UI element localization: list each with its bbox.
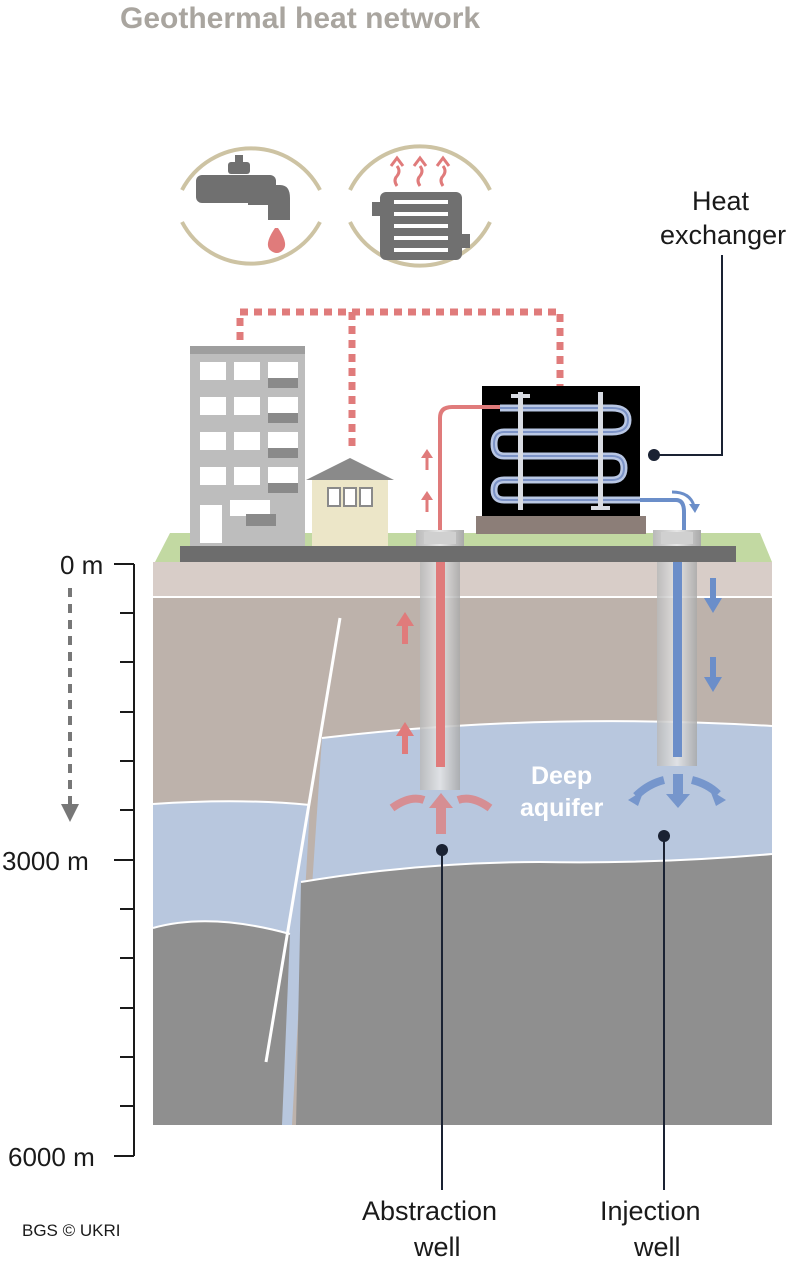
depth-axis [61, 563, 135, 1157]
copyright-credit: BGS © UKRI [22, 1221, 121, 1240]
surface-hot-arrows [421, 449, 433, 512]
deep-aquifer-label-line2: aquifer [520, 794, 604, 822]
heat-exchanger-label-line2: exchanger [660, 220, 786, 250]
cold-water-down-arrows [704, 578, 722, 692]
depth-label-0: 0 m [60, 550, 103, 580]
ground-slab [180, 546, 736, 562]
injection-well [628, 530, 726, 1190]
outflow-arrows [628, 774, 726, 808]
abstraction-well-label-line2: well [413, 1232, 461, 1262]
heat-exchanger-label-line1: Heat [692, 186, 750, 216]
injection-well-label-line1: Injection [600, 1196, 701, 1226]
heat-exchanger [476, 386, 646, 534]
hot-water-up-arrows [396, 612, 414, 754]
cold-flow-arrow [671, 490, 696, 507]
injection-well-label-line2: well [633, 1232, 681, 1262]
deep-aquifer-label-line1: Deep [531, 762, 592, 790]
inflow-arrows [389, 793, 493, 834]
tap-icon-badge [180, 146, 322, 266]
depth-label-6000: 6000 m [8, 1142, 95, 1172]
cold-flow-arrowhead [689, 504, 700, 513]
abstraction-well-label-line1: Abstraction [362, 1196, 497, 1226]
radiator-heating-icon [372, 155, 470, 260]
water-tap-icon [196, 155, 290, 253]
cold-surface-pipe [640, 498, 686, 534]
hot-surface-pipe [438, 405, 500, 534]
depth-label-3000: 3000 m [2, 846, 89, 876]
house [306, 458, 394, 546]
diagram-title: Geothermal heat network [120, 2, 480, 35]
apartment-building [190, 346, 305, 546]
radiator-icon-badge [348, 144, 492, 268]
heat-network-pipe [236, 308, 564, 450]
heat-exchanger-pointer [648, 255, 723, 461]
fault-line [264, 617, 342, 1063]
abstraction-well [389, 530, 493, 1190]
